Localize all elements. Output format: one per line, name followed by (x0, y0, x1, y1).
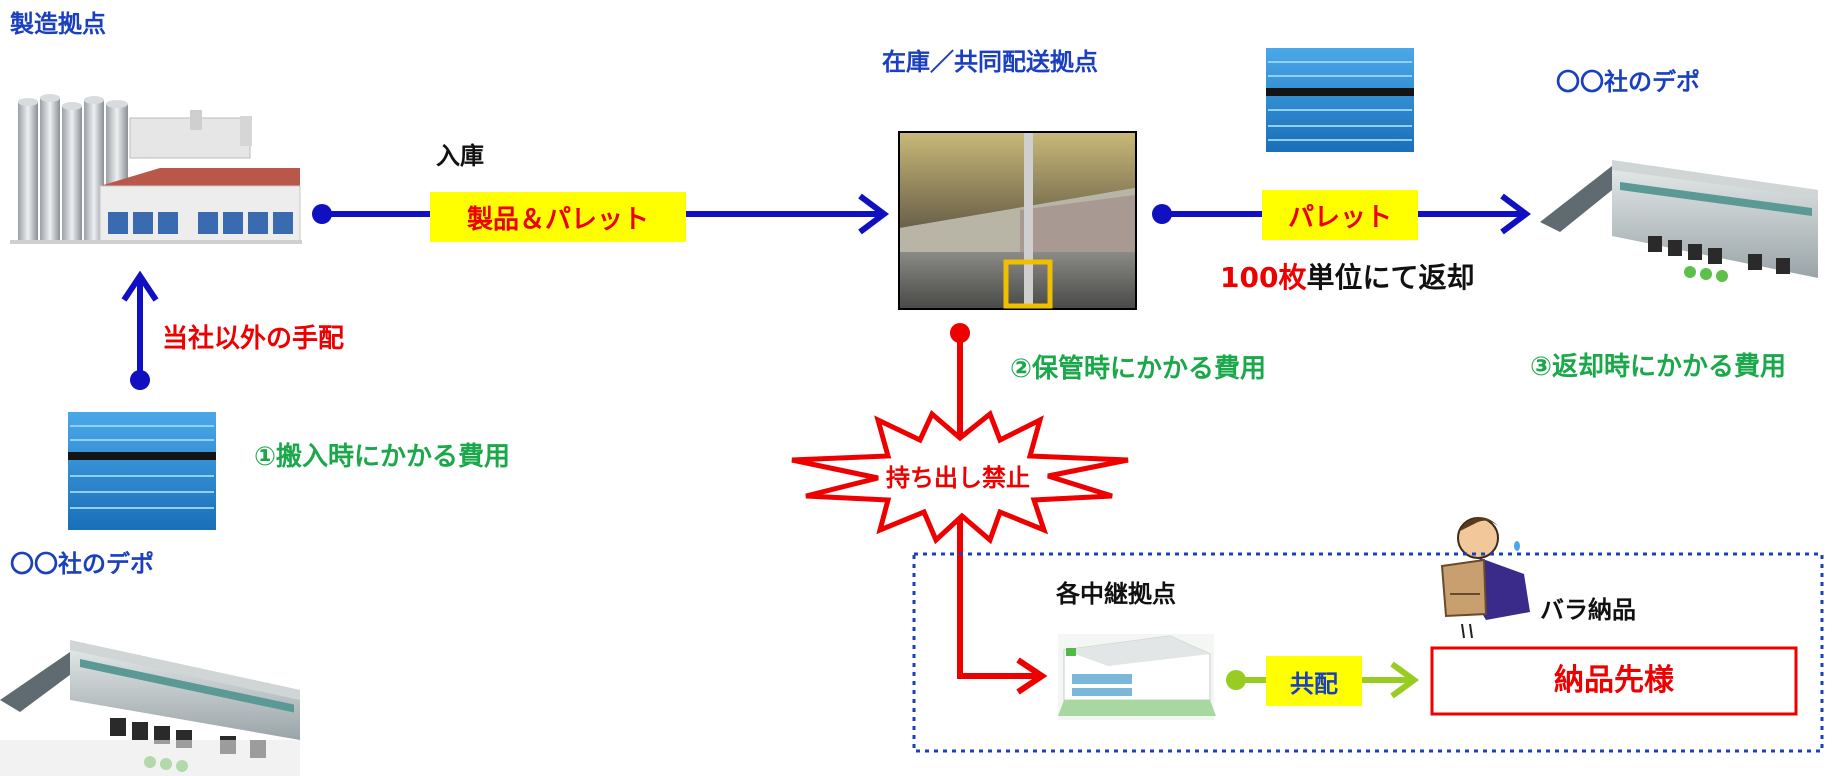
no-takeout-burst (791, 409, 1129, 545)
pallet-label: パレット (1262, 190, 1418, 240)
pallet-stack-icon (1266, 48, 1414, 152)
storage-title: 在庫／共同配送拠点 (882, 48, 1098, 76)
joint-delivery-region (912, 552, 1824, 753)
cost-1-label: ①搬入時にかかる費用 (254, 442, 511, 472)
depot-warehouse-icon (1540, 160, 1818, 282)
arrow-depot-to-factory (121, 270, 159, 390)
depot-right-title: 〇〇社のデポ (1556, 68, 1700, 96)
cost-3-label: ③返却時にかかる費用 (1530, 352, 1787, 382)
relay-label: 各中継拠点 (1056, 580, 1176, 608)
return-unit-text: 単位にて返却 (1306, 261, 1475, 294)
delivery-worker-icon (1440, 517, 1530, 639)
no-takeout-label: 持ち出し禁止 (886, 464, 1030, 492)
pallet-stack-icon (68, 412, 216, 530)
depot-warehouse-icon (0, 640, 300, 776)
joint-delivery-label: 共配 (1266, 656, 1362, 706)
warehouse-photo (898, 131, 1137, 310)
product-pallet-label: 製品＆パレット (430, 192, 686, 242)
customer-label: 納品先様 (1554, 663, 1674, 698)
other-arrangement-label: 当社以外の手配 (162, 324, 345, 354)
relay-building-icon (1058, 634, 1216, 720)
factory-icon (10, 94, 302, 244)
return-unit-number: 100枚 (1220, 261, 1307, 294)
depot-left-title: 〇〇社のデポ (10, 550, 154, 578)
cost-2-label: ②保管時にかかる費用 (1010, 354, 1267, 384)
inbound-label: 入庫 (436, 142, 484, 170)
bulk-delivery-label: バラ納品 (1540, 596, 1636, 624)
factory-title: 製造拠点 (10, 10, 106, 38)
customer-box (1430, 646, 1798, 716)
return-unit-label: 100枚単位にて返却 (1220, 264, 1474, 292)
